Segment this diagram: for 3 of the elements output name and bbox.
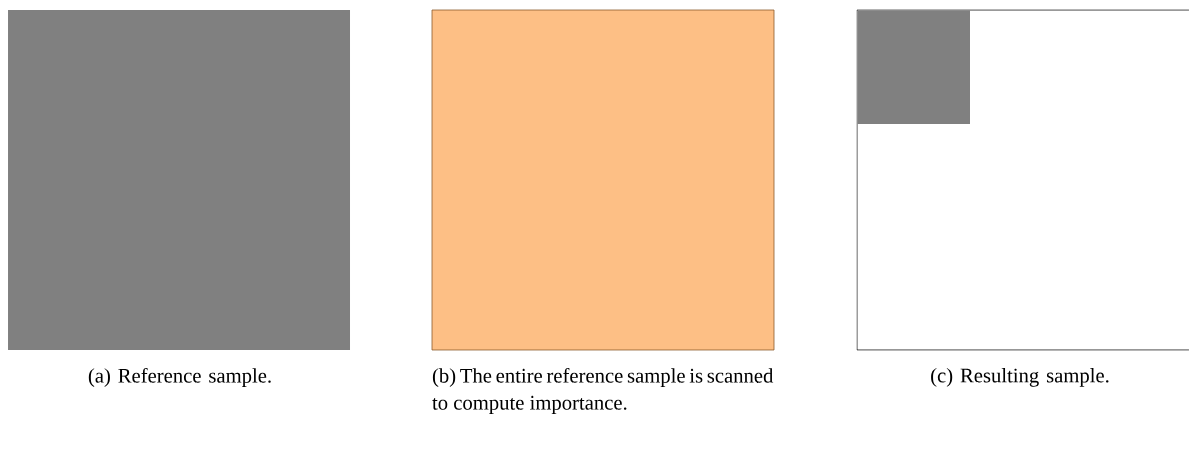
caption: (b) The entire reference sample is scanned to compute importance. [432, 368, 774, 414]
caption: (a) Reference sample. [88, 368, 271, 387]
caption: (c) Resulting sample. [931, 368, 1109, 387]
